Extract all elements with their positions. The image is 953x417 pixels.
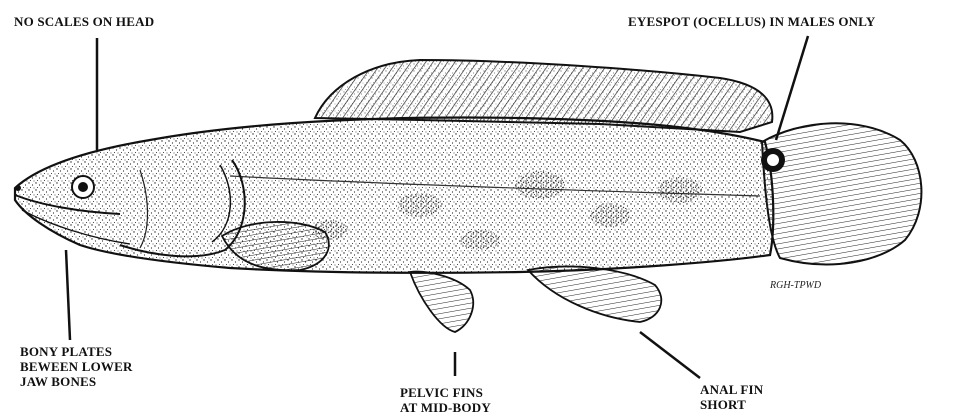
label-pelvic-fins: PELVIC FINS AT MID-BODY [400, 385, 491, 415]
leader-anal [640, 332, 700, 378]
caudal-fin [762, 123, 921, 264]
label-bony-plates: BONY PLATES BEWEEN LOWER JAW BONES [20, 344, 133, 389]
artist-signature: RGH-TPWD [769, 280, 822, 291]
pelvic-fin [410, 272, 473, 332]
fish-body [15, 118, 773, 273]
leader-eyespot [776, 36, 808, 140]
label-no-scales-on-head: NO SCALES ON HEAD [14, 14, 154, 29]
anal-fin [528, 266, 661, 322]
label-eyespot: EYESPOT (OCELLUS) IN MALES ONLY [628, 14, 875, 29]
leader-bony-plates [66, 250, 70, 340]
label-anal-fin: ANAL FIN SHORT [700, 382, 763, 412]
